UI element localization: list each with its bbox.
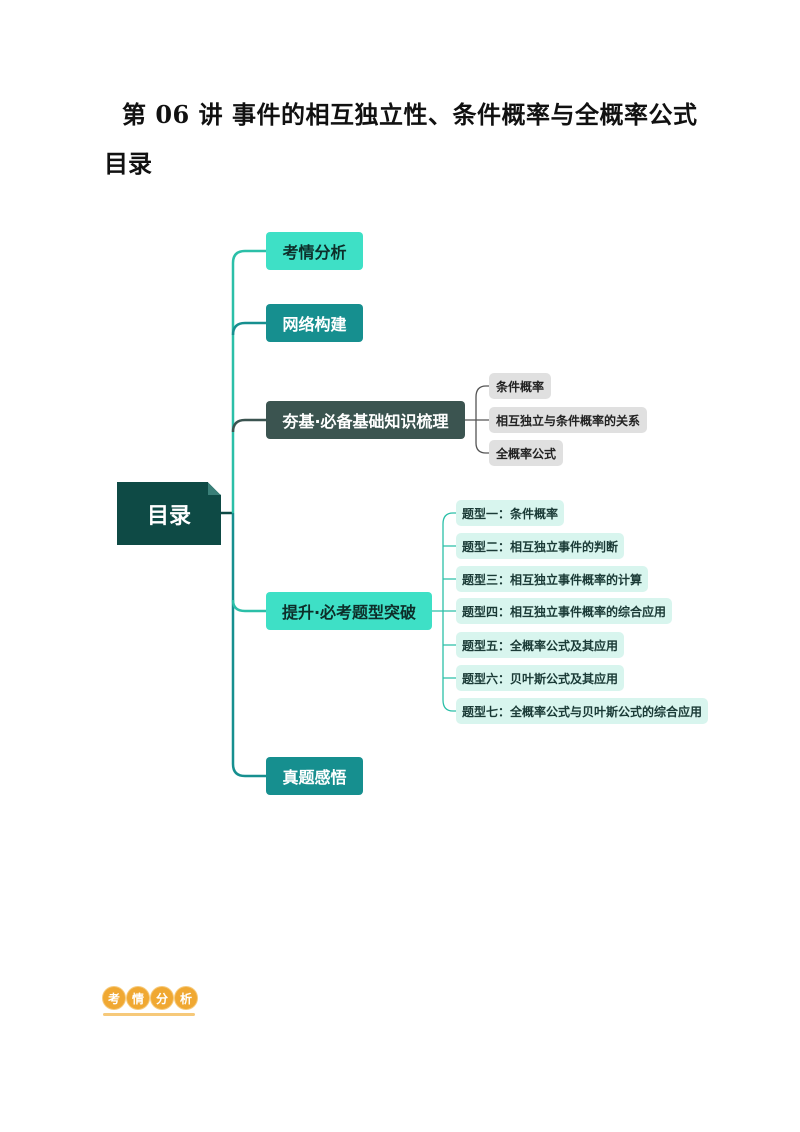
leaf-tixing-3[interactable]: 题型三：相互独立事件概率的计算 — [456, 566, 649, 592]
leaf-xianghu-duli-guanxi[interactable]: 相互独立与条件概率的关系 — [489, 407, 648, 433]
leaf-label: 题型一：条件概率 — [462, 506, 559, 521]
logo-char: 情 — [127, 987, 149, 1009]
branch-label: 提升·必考题型突破 — [281, 603, 417, 622]
logo-char: 析 — [175, 987, 197, 1009]
page-fold-icon — [208, 482, 221, 495]
mindmap-root[interactable]: 目录 — [117, 482, 221, 545]
leaf-tixing-4[interactable]: 题型四：相互独立事件概率的综合应用 — [456, 598, 673, 624]
branch-label: 真题感悟 — [282, 768, 347, 787]
connector-branch-2 — [231, 321, 266, 336]
branch-label: 夯基·必备基础知识梳理 — [282, 412, 449, 431]
leaf-label: 题型七：全概率公式与贝叶斯公式的综合应用 — [462, 704, 703, 719]
leaf-tixing-5[interactable]: 题型五：全概率公式及其应用 — [456, 632, 625, 658]
leaf-quan-gailv-gongshi[interactable]: 全概率公式 — [489, 440, 564, 466]
branch-tisheng[interactable]: 提升·必考题型突破 — [266, 592, 432, 630]
connector-lower-trunk — [231, 513, 266, 778]
branch-wangluo-goujian[interactable]: 网络构建 — [266, 304, 363, 342]
leaf-label: 条件概率 — [496, 379, 545, 394]
logo-char: 分 — [151, 987, 173, 1009]
leaf-label: 全概率公式 — [496, 446, 557, 461]
leaf-label: 题型五：全概率公式及其应用 — [462, 638, 619, 653]
logo-char: 考 — [103, 987, 125, 1009]
leaf-label: 题型三：相互独立事件概率的计算 — [462, 572, 643, 587]
connector-b3-children — [465, 385, 489, 454]
leaf-tixing-7[interactable]: 题型七：全概率公式与贝叶斯公式的综合应用 — [456, 698, 709, 724]
leaf-tiaojian-gailv[interactable]: 条件概率 — [489, 373, 552, 399]
connector-branch-4 — [231, 599, 266, 613]
leaf-label: 题型二：相互独立事件的判断 — [462, 539, 619, 554]
leaf-label: 题型六：贝叶斯公式及其应用 — [462, 671, 619, 686]
leaf-tixing-2[interactable]: 题型二：相互独立事件的判断 — [456, 533, 625, 559]
leaf-label: 相互独立与条件概率的关系 — [496, 413, 641, 428]
connector-branch-3 — [231, 418, 266, 433]
logo-underline — [103, 1013, 195, 1016]
leaf-tixing-6[interactable]: 题型六：贝叶斯公式及其应用 — [456, 665, 625, 691]
connector-b4-children — [432, 512, 456, 712]
toc-heading: 目录 — [104, 150, 152, 178]
branch-zhenti-ganwu[interactable]: 真题感悟 — [266, 757, 363, 795]
leaf-label: 题型四：相互独立事件概率的综合应用 — [462, 604, 667, 619]
leaf-tixing-1[interactable]: 题型一：条件概率 — [456, 500, 565, 526]
branch-label: 网络构建 — [282, 315, 347, 334]
branch-hangji[interactable]: 夯基·必备基础知识梳理 — [266, 401, 465, 439]
document-title: 第 06 讲 事件的相互独立性、条件概率与全概率公式 — [122, 100, 698, 129]
branch-kaoqing-fenxi[interactable]: 考情分析 — [266, 232, 363, 270]
root-label: 目录 — [146, 503, 191, 529]
section-logo-kaoqing-fenxi: 考 情 分 析 — [103, 987, 197, 1009]
branch-label: 考情分析 — [282, 243, 347, 262]
connector-upper-trunk — [231, 249, 266, 513]
